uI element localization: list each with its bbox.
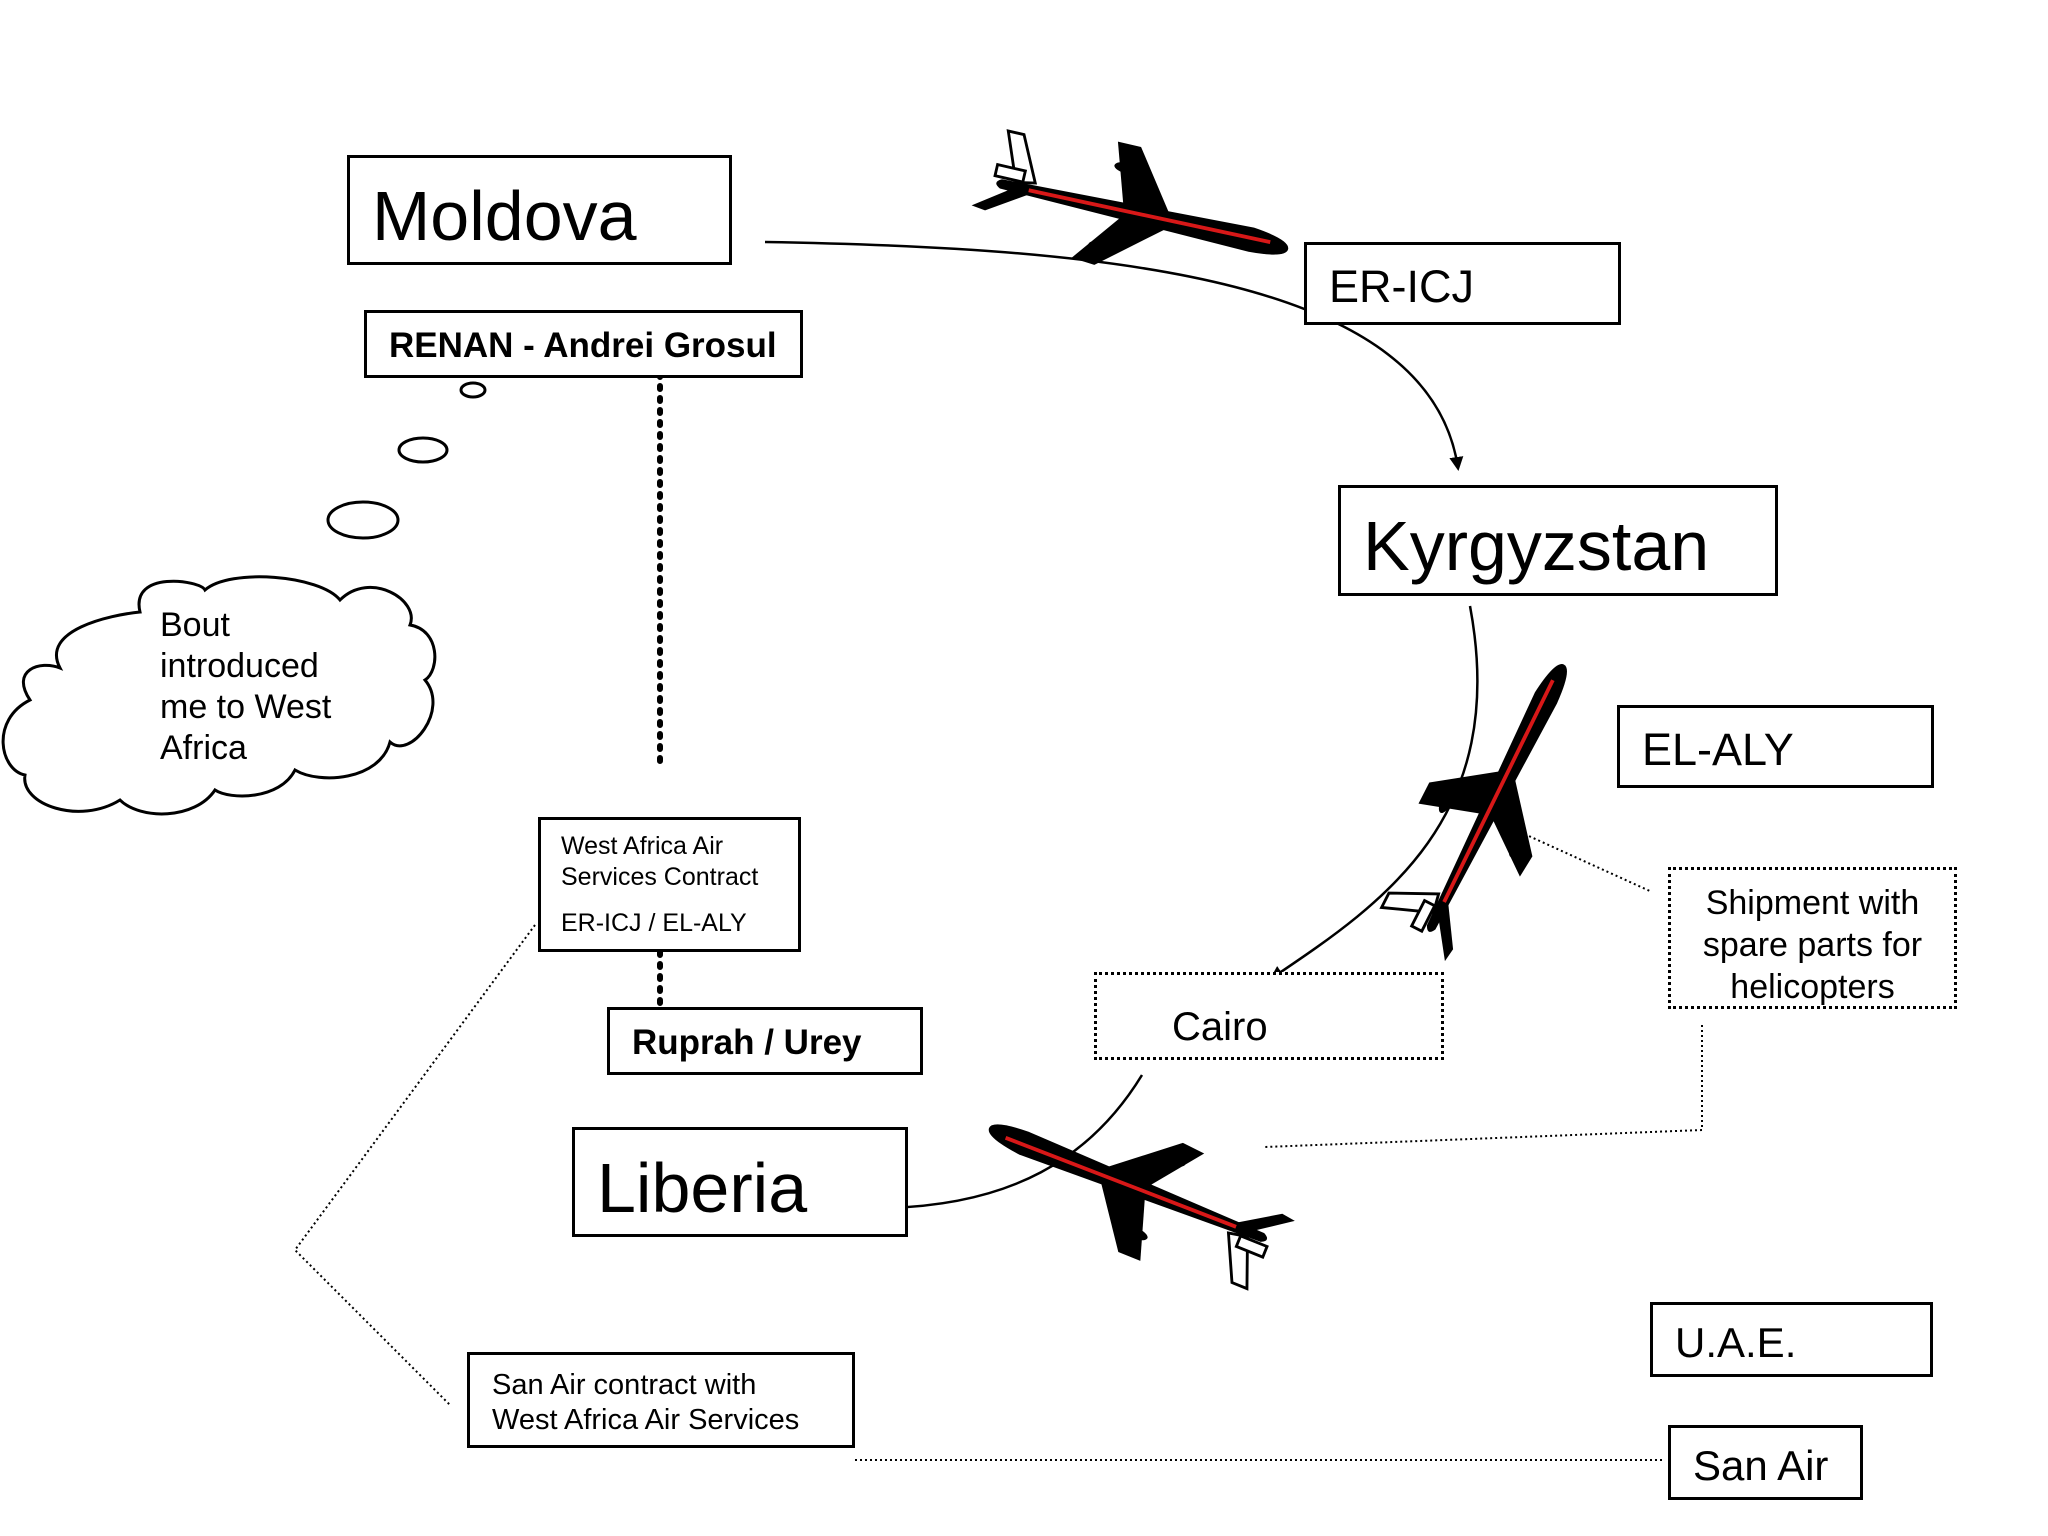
airplane-icon-er-icj [962,110,1305,309]
connector-plane-shipment [1519,831,1653,893]
location-liberia: Liberia [572,1127,908,1237]
connector-shipment-plane [1264,1025,1703,1148]
thought-cloud-line4: Africa [160,729,247,767]
location-uae: U.A.E. [1650,1302,1933,1377]
entity-ruprah-urey: Ruprah / Urey [607,1007,923,1075]
aircraft-er-icj-label: ER-ICJ [1329,261,1474,312]
aircraft-er-icj: ER-ICJ [1304,242,1621,325]
location-moldova-label: Moldova [372,177,637,255]
contract-west-africa-line2: Services Contract [561,863,759,891]
connector-contract-sanair-contract [293,924,536,1406]
entity-san-air: San Air [1668,1425,1863,1500]
route-kyrgyzstan-cairo [1269,605,1479,980]
aircraft-el-aly-label: EL-ALY [1642,724,1794,775]
thought-bubble-medium [397,436,449,464]
route-cairo-liberia [883,1074,1144,1215]
location-liberia-label: Liberia [597,1149,808,1227]
location-cairo: Cairo [1094,972,1444,1060]
entity-ruprah-urey-label: Ruprah / Urey [632,1023,862,1062]
contract-san-air-line2: West Africa Air Services [492,1404,800,1436]
thought-bubble-large [326,500,400,540]
note-shipment-line3: helicopters [1730,968,1895,1006]
aircraft-el-aly: EL-ALY [1617,705,1934,788]
note-shipment-text: Shipment with spare parts for helicopter… [1671,882,1954,1008]
location-kyrgyzstan: Kyrgyzstan [1338,485,1778,596]
note-shipment-line1: Shipment with [1705,884,1920,922]
route-moldova-kyrgyzstan [764,240,1464,471]
thought-cloud [1,575,437,816]
location-moldova: Moldova [347,155,732,265]
entity-renan-label: RENAN - Andrei Grosul [389,326,777,365]
entity-san-air-label: San Air [1693,1442,1829,1489]
location-kyrgyzstan-label: Kyrgyzstan [1363,507,1710,585]
location-uae-label: U.A.E. [1675,1319,1797,1366]
entity-renan: RENAN - Andrei Grosul [364,310,803,378]
thought-cloud-line3: me to West [160,688,332,726]
note-shipment: Shipment with spare parts for helicopter… [1668,867,1957,1009]
thought-cloud-line2: introduced [160,647,319,685]
contract-san-air: San Air contract with West Africa Air Se… [467,1352,855,1448]
contract-west-africa-regs: ER-ICJ / EL-ALY [561,909,747,937]
thought-cloud-line1: Bout [160,606,230,644]
contract-west-africa-line1: West Africa Air [561,832,724,860]
thought-bubble-small [459,381,487,399]
airplane-icon-cairo-liberia [962,1071,1309,1311]
location-cairo-label: Cairo [1172,1005,1268,1049]
contract-san-air-line1: San Air contract with [492,1369,757,1401]
thought-cloud-text: Bout introduced me to West Africa [160,605,360,769]
airplane-icon-el-aly [1358,632,1619,977]
contract-west-africa: West Africa Air Services Contract ER-ICJ… [538,817,801,952]
note-shipment-line2: spare parts for [1702,926,1923,964]
